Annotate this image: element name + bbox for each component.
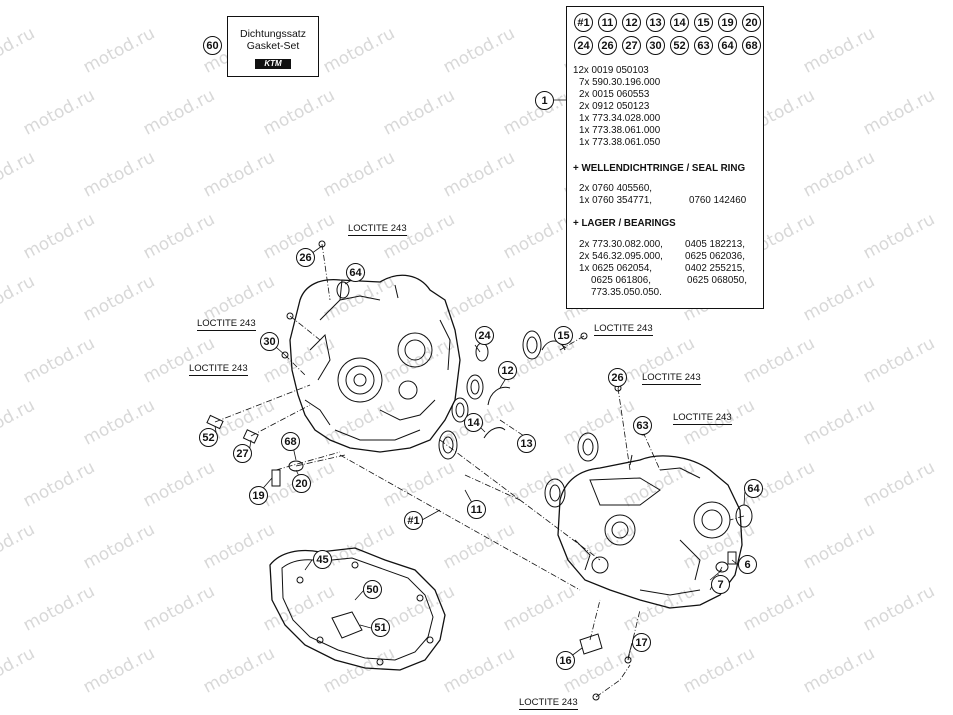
- loctite-label-1: LOCTITE 243: [348, 223, 407, 236]
- kit-callout: 14: [670, 13, 689, 32]
- seal-ring-extra: 0760 142460: [689, 195, 747, 206]
- kit-callout: 15: [694, 13, 713, 32]
- callout-11: 11: [467, 500, 486, 519]
- callout-51: 51: [371, 618, 390, 637]
- kit-box: #1 11 12 13 14 15 19 20 24 26 27 30 52 63 64 68 12x 001…: [566, 6, 764, 309]
- kit-callout: 19: [718, 13, 737, 32]
- loctite-label-5: LOCTITE 243: [642, 372, 701, 385]
- kit-callout: #1: [574, 13, 593, 32]
- callout-17: 17: [632, 633, 651, 652]
- callout-13: 13: [517, 434, 536, 453]
- bearing-line: 2x 773.30.082.000,: [579, 239, 663, 250]
- bearing-line: 0402 255215,: [685, 263, 745, 274]
- right-crankcase-half: [557, 454, 743, 609]
- loctite-label-2: LOCTITE 243: [197, 318, 256, 331]
- assembly-lines: [214, 243, 745, 698]
- kit-callout: 26: [598, 36, 617, 55]
- callout-20: 20: [292, 474, 311, 493]
- kit-callout: 52: [670, 36, 689, 55]
- kit-callout: 11: [598, 13, 617, 32]
- callout-16: 16: [556, 651, 575, 670]
- callout-7: 7: [711, 575, 730, 594]
- kit-callout: 13: [646, 13, 665, 32]
- loctite-label-6: LOCTITE 243: [673, 412, 732, 425]
- callout-64-left: 64: [346, 263, 365, 282]
- callout-52: 52: [199, 428, 218, 447]
- callout-kit-1: #1: [404, 511, 423, 530]
- bearing-line: 0405 182213,: [685, 239, 745, 250]
- callout-1: 1: [535, 91, 554, 110]
- callout-26-left: 26: [296, 248, 315, 267]
- seal-ring-line: 1x 0760 354771,: [579, 195, 652, 206]
- callout-30: 30: [260, 332, 279, 351]
- kit-part-line: 2x 0912 050123: [579, 101, 650, 112]
- small-hardware: [206, 240, 737, 701]
- bearings-heading: + LAGER / BEARINGS: [573, 218, 676, 229]
- kit-part-line: 2x 0015 060553: [579, 89, 650, 100]
- bearing-line: 0625 061806,: [591, 275, 651, 286]
- gasket-set-german: Dichtungssatz: [240, 28, 306, 40]
- gasket-set-box: Dichtungssatz Gasket-Set KTM: [227, 16, 319, 77]
- kit-part-line: 1x 773.38.061.050: [579, 137, 661, 148]
- gasket-set-english: Gasket-Set: [246, 40, 300, 52]
- bearing-line: 773.35.050.050.: [591, 287, 662, 298]
- callout-6: 6: [738, 555, 757, 574]
- callout-68: 68: [281, 432, 300, 451]
- ktm-logo: KTM: [255, 59, 291, 69]
- loctite-label-3: LOCTITE 243: [189, 363, 248, 376]
- callout-14: 14: [464, 413, 483, 432]
- callout-63: 63: [633, 416, 652, 435]
- callout-26-right: 26: [608, 368, 627, 387]
- bearing-line: 0625 068050,: [687, 275, 747, 286]
- loctite-label-4: LOCTITE 243: [594, 323, 653, 336]
- kit-callout: 20: [742, 13, 761, 32]
- kit-part-line: 1x 773.38.061.000: [579, 125, 661, 136]
- bearing-line: 1x 0625 062054,: [579, 263, 652, 274]
- callout-27: 27: [233, 444, 252, 463]
- kit-callout: 68: [742, 36, 761, 55]
- kit-part-line: 1x 773.34.028.000: [579, 113, 661, 124]
- callout-45: 45: [313, 550, 332, 569]
- callout-64-right: 64: [744, 479, 763, 498]
- kit-callout: 24: [574, 36, 593, 55]
- kit-callout: 64: [718, 36, 737, 55]
- kit-callout: 12: [622, 13, 641, 32]
- kit-part-line: 12x 0019 050103: [573, 65, 649, 76]
- bearing-line: 0625 062036,: [685, 251, 745, 262]
- loctite-label-7: LOCTITE 243: [519, 697, 578, 710]
- callout-50: 50: [363, 580, 382, 599]
- callout-12: 12: [498, 361, 517, 380]
- seal-ring-heading: + WELLENDICHTRINGE / SEAL RING: [573, 163, 746, 174]
- left-crankcase-half: [289, 274, 461, 453]
- kit-part-line: 7x 590.30.196.000: [579, 77, 661, 88]
- callout-24: 24: [475, 326, 494, 345]
- bearing-line: 2x 546.32.095.000,: [579, 251, 663, 262]
- crankcase-gasket: [269, 547, 446, 671]
- callout-60: 60: [203, 36, 222, 55]
- kit-callout: 30: [646, 36, 665, 55]
- seal-ring-line: 2x 0760 405560,: [579, 183, 652, 194]
- callout-19: 19: [249, 486, 268, 505]
- kit-callout: 63: [694, 36, 713, 55]
- bearings-and-seals: [336, 281, 753, 528]
- kit-callout: 27: [622, 36, 641, 55]
- callout-15: 15: [554, 326, 573, 345]
